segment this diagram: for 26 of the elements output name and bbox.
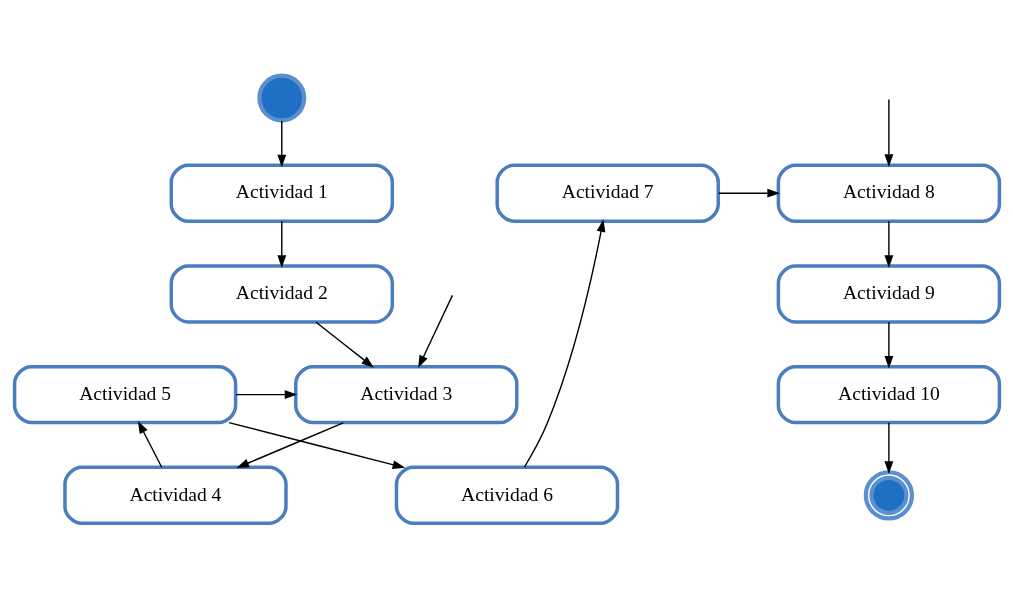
arrow (227, 421, 405, 469)
node-box: Actividad 3 (293, 364, 519, 425)
arrow (884, 220, 893, 268)
node-circle (256, 73, 306, 123)
node-box: Actividad 2 (169, 264, 394, 324)
node-doublecircle (863, 470, 914, 521)
node-box: Actividad 8 (776, 163, 1001, 223)
node-box: Actividad 6 (394, 465, 619, 526)
arrow (417, 294, 453, 369)
node-box: Actividad 7 (494, 163, 720, 223)
arrow (234, 390, 297, 400)
arrow (236, 422, 344, 469)
arrow (884, 98, 893, 167)
node-box: Actividad 1 (169, 163, 394, 223)
node-box: Actividad 5 (12, 364, 237, 425)
arrow (523, 219, 605, 468)
arrow (884, 422, 893, 474)
arrow (717, 188, 780, 198)
arrow (314, 321, 374, 368)
arrow (137, 420, 162, 468)
arrow (884, 321, 893, 369)
node-box: Actividad 10 (776, 364, 1001, 425)
node-box: Actividad 9 (776, 264, 1001, 324)
node-box: Actividad 4 (62, 465, 288, 526)
arrow (276, 220, 286, 268)
arrow (276, 120, 286, 168)
